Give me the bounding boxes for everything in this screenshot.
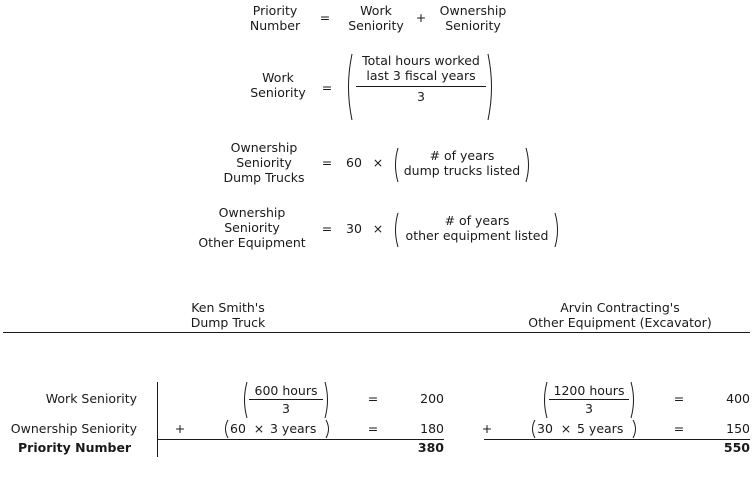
equals-sign: = [367, 421, 379, 436]
times-sign: × [253, 421, 265, 436]
work-seniority-term: Work Seniority [348, 3, 404, 33]
fraction-bar [356, 86, 486, 87]
ownership-other-equipment-label: Ownership Seniority Other Equipment [198, 205, 306, 250]
ownership-dump-trucks-label: Ownership Seniority Dump Trucks [223, 140, 305, 185]
row-label-work-seniority: Work Seniority [45, 391, 137, 406]
arvin-own-value: 150 [726, 421, 750, 436]
equals-sign: = [321, 221, 333, 236]
plus-sign: + [174, 421, 186, 436]
row-label-ownership-seniority: Ownership Seniority [10, 421, 137, 436]
other-years-factor: # of years other equipment listed [405, 213, 549, 243]
row-label-priority-number: Priority Number [18, 440, 132, 455]
right-parenthesis-icon [487, 53, 492, 121]
work-fraction-numerator: Total hours worked last 3 fiscal years [362, 53, 480, 83]
times-sign: × [560, 421, 572, 436]
ownership-seniority-term: Ownership Seniority [439, 3, 507, 33]
ken-work-numerator: 600 hours [254, 383, 318, 398]
other-coefficient: 30 [346, 221, 362, 236]
fraction-bar [549, 399, 629, 400]
ken-priority-total: 380 [417, 440, 444, 455]
right-parenthesis-icon [632, 419, 636, 439]
ken-work-value: 200 [420, 391, 444, 406]
equals-sign: = [321, 155, 333, 170]
left-parenthesis-icon [225, 419, 229, 439]
arvin-work-denominator: 3 [585, 401, 593, 416]
ken-own-coefficient: 60 [230, 421, 246, 436]
arvin-own-coefficient: 30 [537, 421, 553, 436]
priority-number-label: Priority Number [249, 3, 301, 33]
left-parenthesis-icon [395, 212, 399, 248]
equals-sign: = [673, 391, 685, 406]
times-sign: × [372, 155, 384, 170]
right-parenthesis-icon [554, 212, 558, 248]
left-parenthesis-icon [244, 381, 248, 419]
plus-sign: + [415, 10, 427, 25]
arvin-contracting-header: Arvin Contracting's Other Equipment (Exc… [528, 300, 712, 330]
left-parenthesis-icon [395, 147, 399, 183]
ken-smith-header: Ken Smith's Dump Truck [190, 300, 266, 330]
arvin-work-numerator: 1200 hours [553, 383, 625, 398]
fraction-bar [249, 399, 323, 400]
dump-coefficient: 60 [346, 155, 362, 170]
ken-own-value: 180 [420, 421, 444, 436]
arvin-own-years: 5 years [577, 421, 624, 436]
right-parenthesis-icon [525, 147, 529, 183]
left-parenthesis-icon [348, 53, 353, 121]
header-divider [3, 332, 750, 333]
right-parenthesis-icon [325, 419, 329, 439]
total-divider [158, 439, 444, 440]
times-sign: × [372, 221, 384, 236]
right-parenthesis-icon [630, 381, 634, 419]
ken-own-years: 3 years [270, 421, 317, 436]
work-fraction-denominator: 3 [417, 89, 425, 104]
equals-sign: = [321, 80, 333, 95]
left-parenthesis-icon [544, 381, 548, 419]
dump-years-factor: # of years dump trucks listed [403, 148, 521, 178]
right-parenthesis-icon [324, 381, 328, 419]
plus-sign: + [481, 421, 493, 436]
label-column-divider [157, 382, 158, 457]
equals-sign: = [673, 421, 685, 436]
arvin-work-value: 400 [726, 391, 750, 406]
total-divider [484, 439, 750, 440]
ken-work-denominator: 3 [282, 401, 290, 416]
equals-sign: = [319, 10, 331, 25]
arvin-priority-total: 550 [723, 440, 750, 455]
work-seniority-label: Work Seniority [250, 70, 306, 100]
equals-sign: = [367, 391, 379, 406]
left-parenthesis-icon [532, 419, 536, 439]
